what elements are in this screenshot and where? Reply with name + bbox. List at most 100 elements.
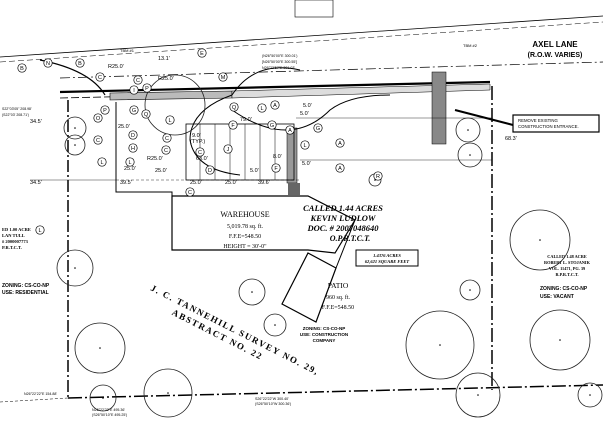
- tree-center-icon: [559, 339, 561, 341]
- warehouse-area: 5,019.78 sq. ft.: [227, 223, 264, 230]
- callout-circle: [205, 165, 215, 175]
- callout-circle: [285, 125, 295, 135]
- callout-letter: C: [188, 190, 192, 196]
- callout-letter: G: [132, 108, 136, 114]
- driveway-hatching: [109, 71, 491, 195]
- tree-icon: [529, 309, 591, 371]
- patio-area: 960 sq. ft.: [326, 294, 351, 301]
- tree-icon: [143, 368, 193, 418]
- callout-circle: [267, 120, 277, 130]
- left-zoning: ZONING: CS-CO-NP: [2, 283, 50, 289]
- dimension-label: 68.3': [505, 136, 517, 142]
- callout-circle: [75, 58, 85, 68]
- callout-circle: [128, 130, 138, 140]
- callout-circle: [197, 48, 207, 58]
- subject-acres: 1.4376 ACRES: [373, 253, 401, 258]
- dimension-label: 8.0': [273, 154, 282, 160]
- right-tract-line2: ROBERT L. STOJANIK: [544, 260, 591, 265]
- callout-circle: [128, 143, 138, 153]
- callout-letter: G: [270, 123, 274, 129]
- right-zoning: ZONING: CS-CO-NP: [540, 286, 588, 292]
- callout-letter: M: [221, 75, 226, 81]
- warehouse-ffe: F.F.E=548.50: [229, 234, 261, 240]
- bearing-bottom-1: (S26°50'10"W 300.36'): [255, 402, 291, 406]
- tbm-2-tag: TBM #2: [463, 43, 478, 48]
- subject-sqft: 62,621 SQUARE FEET: [365, 259, 410, 264]
- callout-letter: D: [208, 168, 212, 174]
- callout-circle: [133, 75, 143, 85]
- tree-icon: [577, 382, 603, 408]
- tree-center-icon: [102, 397, 104, 399]
- bearing-bottom-3: (S26°50'10"E 495.25'): [92, 413, 127, 417]
- callout-letter: E: [200, 51, 204, 57]
- tree-center-icon: [251, 291, 253, 293]
- callout-circle: [125, 157, 135, 167]
- left-tract-line3: # 2000007773: [2, 239, 29, 244]
- callout-circle: [270, 100, 280, 110]
- callout-letter: C: [164, 148, 168, 154]
- tree-icon: [457, 142, 483, 168]
- callout-circle: [161, 145, 171, 155]
- callout-circle: [218, 72, 228, 82]
- right-use: USE: VACANT: [540, 294, 574, 300]
- tree-center-icon: [439, 344, 441, 346]
- subject-use: USE: CONSTRUCTION: [300, 332, 348, 337]
- patio-footprint: [281, 252, 337, 323]
- right-tract-line1: CALLED 1.48 ACRE: [547, 254, 587, 259]
- callout-letter: B: [78, 61, 82, 67]
- callout-letter: H: [131, 146, 135, 152]
- callout-letter: N: [46, 61, 50, 67]
- callout-circle: [17, 63, 27, 73]
- callout-letter: Q: [144, 112, 149, 118]
- callout-circle: [141, 109, 151, 119]
- dimension-label: 25.0': [124, 166, 136, 172]
- dimension-label: R25.0': [108, 64, 124, 70]
- callout-circle: [129, 105, 139, 115]
- callout-letter: C: [96, 138, 100, 144]
- left-use: USE: RESIDENTIAL: [2, 290, 49, 296]
- parking-layout: [30, 102, 492, 196]
- tree-icon: [263, 313, 287, 337]
- note-line1: REMOVE EXISTING: [518, 118, 559, 123]
- callout-circle: [313, 123, 323, 133]
- callout-letter: B: [20, 66, 24, 72]
- tbm-1-tag: TBM #1: [120, 48, 135, 53]
- subject-tract-line4: O.P.R.T.C.T.: [330, 234, 371, 243]
- dimension-label: 39.6': [258, 180, 270, 186]
- dimension-label: R25.0': [147, 156, 163, 162]
- tree-center-icon: [469, 289, 471, 291]
- callout-letter: G: [316, 126, 320, 132]
- callout-letter: A: [288, 128, 292, 134]
- property-boundary: [0, 86, 603, 403]
- tree-icon: [64, 134, 86, 156]
- callout-circle: [100, 105, 110, 115]
- dimension-label: 5.0': [250, 168, 259, 174]
- tree-center-icon: [167, 392, 169, 394]
- callout-letter: F: [274, 166, 278, 172]
- callout-letter: O: [96, 116, 101, 122]
- trees: [56, 116, 603, 418]
- dimension-label: 25.0': [225, 180, 237, 186]
- callout-circle: [95, 72, 105, 82]
- tree-icon: [459, 279, 481, 301]
- tree-center-icon: [74, 267, 76, 269]
- callout-circle: [93, 135, 103, 145]
- callout-circle: [35, 225, 45, 235]
- dimension-label: 5.0': [302, 161, 311, 167]
- bearing-left-1: (S22°03' 208.71'): [2, 113, 29, 117]
- callout-letter: J: [227, 147, 230, 153]
- dimension-label: 25.0': [190, 180, 202, 186]
- warehouse-footprint: [171, 195, 356, 254]
- bearing-left-0: S22°03'05" 208.98': [2, 107, 32, 111]
- subject-use2: COMPANY: [313, 338, 336, 343]
- callout-circle: [257, 103, 267, 113]
- callout-circle: [93, 113, 103, 123]
- dimension-label: 63.0': [196, 156, 208, 162]
- dimension-label: 34.5': [30, 180, 42, 186]
- callout-circle: [335, 163, 345, 173]
- tree-center-icon: [99, 347, 101, 349]
- tree-center-icon: [477, 394, 479, 396]
- tree-center-icon: [74, 144, 76, 146]
- bearing-top-0: (N26°50'00"E 300.01'): [262, 54, 297, 58]
